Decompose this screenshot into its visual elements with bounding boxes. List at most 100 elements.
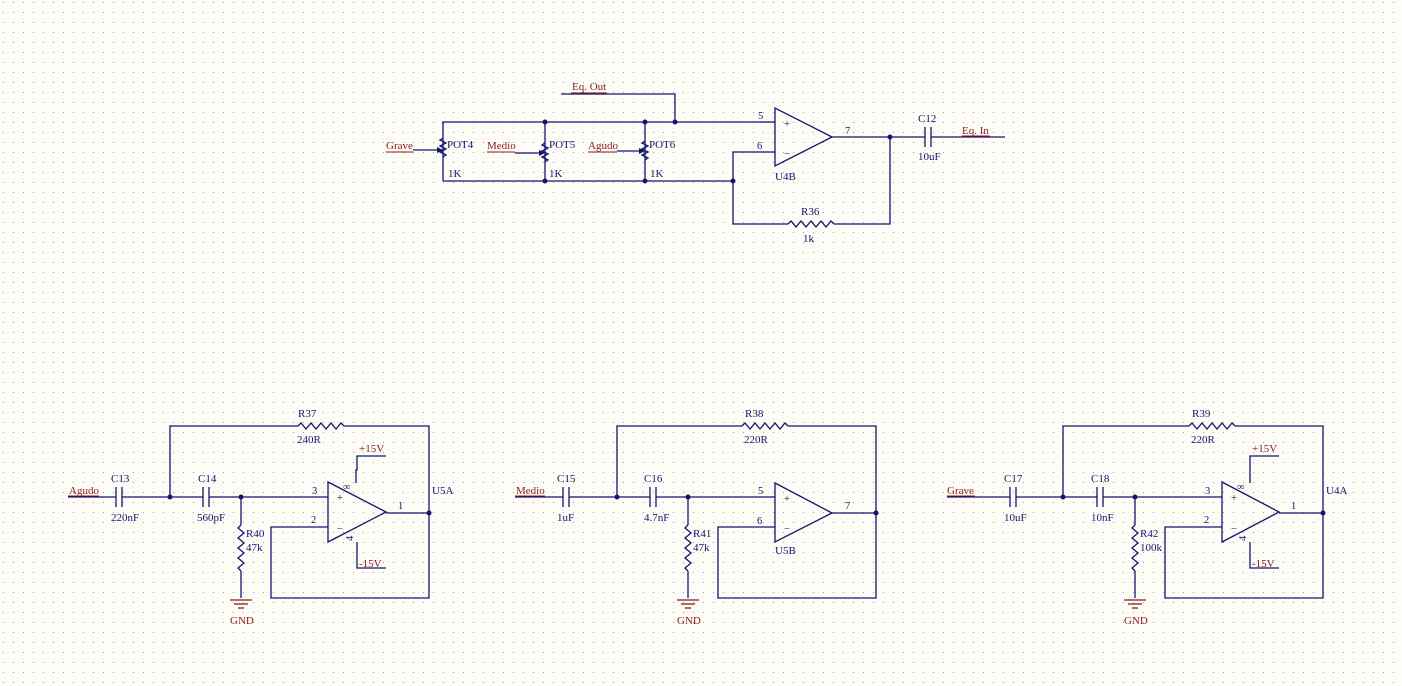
svg-text:2: 2: [311, 515, 316, 526]
pot6-ref: POT6: [649, 139, 676, 151]
ground-symbol: GND: [230, 599, 254, 627]
u4a-ref: U4A: [1326, 485, 1347, 497]
svg-text:6: 6: [757, 516, 762, 527]
c17-value: 10uF: [1004, 512, 1027, 524]
resistor-r39[interactable]: R39 220R: [1062, 408, 1324, 513]
resistor-r41[interactable]: R41 47k: [683, 497, 711, 598]
c14-ref: C14: [198, 473, 217, 485]
pot6-value: 1K: [650, 168, 664, 180]
svg-text:∞: ∞: [343, 482, 351, 493]
agudo-filter: Agudo C13 220nF C14 560pF R37 240R: [68, 408, 453, 627]
net-label-gnd[interactable]: GND: [230, 615, 254, 627]
resistor-r37[interactable]: R37 240R: [169, 408, 430, 513]
svg-text:+: +: [784, 494, 790, 505]
pot6[interactable]: Agudo POT6 1K: [588, 139, 676, 180]
net-label-grave-top[interactable]: Grave: [386, 140, 413, 152]
net-label-medio-top[interactable]: Medio: [487, 140, 516, 152]
svg-text:7: 7: [845, 501, 850, 512]
c16-ref: C16: [644, 473, 663, 485]
r36-ref: R36: [801, 206, 820, 218]
ground-symbol: GND: [1124, 599, 1148, 627]
pot4[interactable]: Grave POT4 1K: [386, 137, 474, 180]
net-label-agudo[interactable]: Agudo: [69, 485, 99, 497]
svg-text:1: 1: [398, 501, 403, 512]
net-label-gnd[interactable]: GND: [1124, 615, 1148, 627]
net-label-vneg[interactable]: -15V: [359, 558, 382, 570]
capacitor-c14[interactable]: C14 560pF: [197, 473, 225, 524]
svg-text:∞: ∞: [1237, 482, 1245, 493]
svg-text:3: 3: [1205, 486, 1210, 497]
capacitor-c17[interactable]: C17 10uF: [1004, 473, 1027, 524]
pot5-value: 1K: [549, 168, 563, 180]
r39-ref: R39: [1192, 408, 1211, 420]
r41-ref: R41: [693, 528, 711, 540]
r42-ref: R42: [1140, 528, 1158, 540]
r38-ref: R38: [745, 408, 764, 420]
svg-text:4: 4: [345, 535, 356, 541]
capacitor-c12[interactable]: C12 10uF: [918, 113, 1005, 163]
r40-ref: R40: [246, 528, 265, 540]
r37-ref: R37: [298, 408, 317, 420]
svg-text:+: +: [1231, 493, 1237, 504]
pot4-ref: POT4: [447, 139, 474, 151]
svg-text:2: 2: [1204, 515, 1209, 526]
svg-text:−: −: [1231, 524, 1237, 535]
net-label-vpos[interactable]: +15V: [1252, 443, 1277, 455]
opamp-u4a[interactable]: + − ∞ 3 2 1 4 U4A +15V -15V: [1164, 443, 1347, 599]
c17-ref: C17: [1004, 473, 1023, 485]
net-label-medio[interactable]: Medio: [516, 485, 545, 497]
opamp-u5a[interactable]: + − ∞ 3 2 1 4 U5A +15V -15V: [270, 443, 453, 599]
c15-ref: C15: [557, 473, 576, 485]
svg-text:−: −: [784, 524, 790, 535]
c13-ref: C13: [111, 473, 130, 485]
net-label-vneg[interactable]: -15V: [1252, 558, 1275, 570]
net-label-agudo-top[interactable]: Agudo: [588, 140, 618, 152]
svg-text:1: 1: [1291, 501, 1296, 512]
svg-text:+: +: [784, 119, 790, 130]
grave-filter: Grave C17 10uF C18 10nF R39 220R: [947, 408, 1347, 627]
pot5-ref: POT5: [549, 139, 576, 151]
u5a-ref: U5A: [432, 485, 453, 497]
r38-value: 220R: [744, 434, 769, 446]
net-label-gnd[interactable]: GND: [677, 615, 701, 627]
resistor-r42[interactable]: R42 100k: [1130, 497, 1163, 598]
resistor-r38[interactable]: R38 220R: [616, 408, 877, 513]
net-label-eq-out[interactable]: Eq. Out: [572, 81, 606, 93]
r42-value: 100k: [1140, 542, 1163, 554]
svg-text:5: 5: [758, 486, 763, 497]
medio-filter: Medio C15 1uF C16 4.7nF R38 220R: [515, 408, 879, 627]
u4b-ref: U4B: [775, 171, 796, 183]
r41-value: 47k: [693, 542, 710, 554]
capacitor-c13[interactable]: C13 220nF: [111, 473, 139, 524]
mixer-circuit: Eq. Out Grave POT4 1K Medio POT5 1K: [386, 81, 1005, 245]
resistor-r36[interactable]: R36 1k: [732, 137, 891, 245]
c18-value: 10nF: [1091, 512, 1114, 524]
r39-value: 220R: [1191, 434, 1216, 446]
net-label-vpos[interactable]: +15V: [359, 443, 384, 455]
resistor-r40[interactable]: R40 47k: [236, 497, 265, 598]
pot4-value: 1K: [448, 168, 462, 180]
net-label-eq-in[interactable]: Eq. In: [962, 125, 989, 137]
ground-symbol: GND: [677, 599, 701, 627]
capacitor-c15[interactable]: C15 1uF: [557, 473, 576, 524]
svg-text:7: 7: [845, 126, 850, 137]
c13-value: 220nF: [111, 512, 139, 524]
svg-text:6: 6: [757, 141, 762, 152]
svg-text:+: +: [337, 493, 343, 504]
opamp-u5b[interactable]: + − 5 6 7 U5B: [717, 481, 879, 599]
c12-ref: C12: [918, 113, 936, 125]
c18-ref: C18: [1091, 473, 1110, 485]
svg-text:−: −: [784, 149, 790, 160]
svg-text:5: 5: [758, 111, 763, 122]
opamp-u4b[interactable]: + − 5 6 7 U4B: [732, 106, 850, 183]
c14-value: 560pF: [197, 512, 225, 524]
eq-out-wire: [561, 93, 676, 122]
net-label-grave[interactable]: Grave: [947, 485, 974, 497]
r40-value: 47k: [246, 542, 263, 554]
u5b-ref: U5B: [775, 545, 796, 557]
r37-value: 240R: [297, 434, 322, 446]
svg-text:−: −: [337, 524, 343, 535]
pot5[interactable]: Medio POT5 1K: [487, 139, 576, 180]
